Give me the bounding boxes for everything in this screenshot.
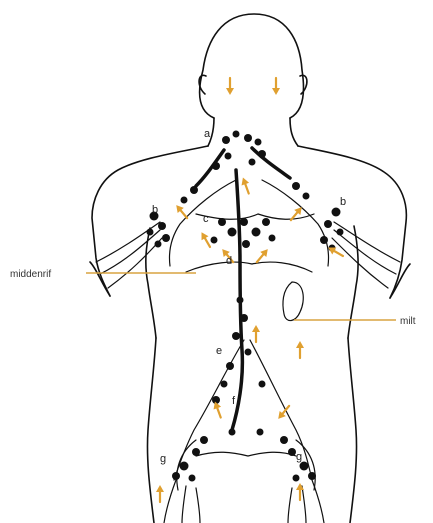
torso-right — [348, 338, 357, 523]
right-shoulder-arm — [298, 146, 406, 298]
head-outline — [200, 14, 304, 118]
neck-duct-right — [252, 148, 290, 178]
milt-label: milt — [400, 316, 416, 327]
flow-arrow-icon — [156, 485, 164, 502]
right-arm-vessel-2 — [334, 230, 396, 274]
neck-right — [290, 118, 298, 146]
flow-arrow-icon — [239, 176, 252, 195]
right-arm-vessel-3 — [332, 238, 388, 288]
label-g-left: g — [160, 453, 166, 465]
left-leg-vessel-2 — [182, 486, 186, 523]
body-outline — [90, 14, 410, 523]
left-leg-vessel-1 — [164, 480, 176, 523]
diaphragm-line — [186, 262, 312, 272]
mediastinal-nodes — [211, 218, 276, 248]
label-b-left: b — [152, 204, 158, 216]
chest-vessel-right — [262, 180, 329, 266]
spleen-outline — [283, 282, 303, 321]
torso-left — [147, 338, 156, 523]
right-leg-vessel-2 — [302, 486, 306, 523]
label-a: a — [204, 128, 211, 140]
right-leg-vessel-3 — [288, 488, 292, 523]
label-e: e — [216, 345, 222, 357]
flow-arrow-icon — [226, 78, 234, 95]
left-forearm-lines — [90, 262, 110, 296]
left-arm-vessel-3 — [108, 238, 162, 288]
pelvic-nodes — [192, 429, 296, 457]
flow-arrow-icon — [173, 203, 190, 221]
inguinal-nodes — [172, 462, 316, 482]
left-arm-vessel-2 — [100, 230, 160, 274]
abdomen-right-vessel — [250, 340, 312, 480]
middenrif-label: middenrif — [10, 269, 51, 280]
flow-arrow-icon — [252, 325, 260, 342]
right-leg-vessel-1 — [312, 480, 324, 523]
flow-arrow-icon — [296, 341, 304, 358]
left-arm-inner — [146, 228, 156, 338]
left-leg-vessel-3 — [196, 488, 200, 523]
flow-arrow-icon — [272, 78, 280, 95]
abdomen-left-vessel — [174, 340, 244, 480]
cervical-nodes — [212, 131, 266, 171]
label-b-right: b — [340, 196, 346, 208]
label-f: f — [232, 395, 236, 407]
label-g-right: g — [296, 451, 302, 463]
neck-duct-left — [196, 150, 224, 186]
flow-arrows — [156, 78, 345, 502]
label-c: c — [203, 213, 209, 225]
pelvis-cross — [196, 452, 296, 456]
thoracic-duct — [196, 148, 290, 430]
label-d: d — [226, 255, 232, 267]
